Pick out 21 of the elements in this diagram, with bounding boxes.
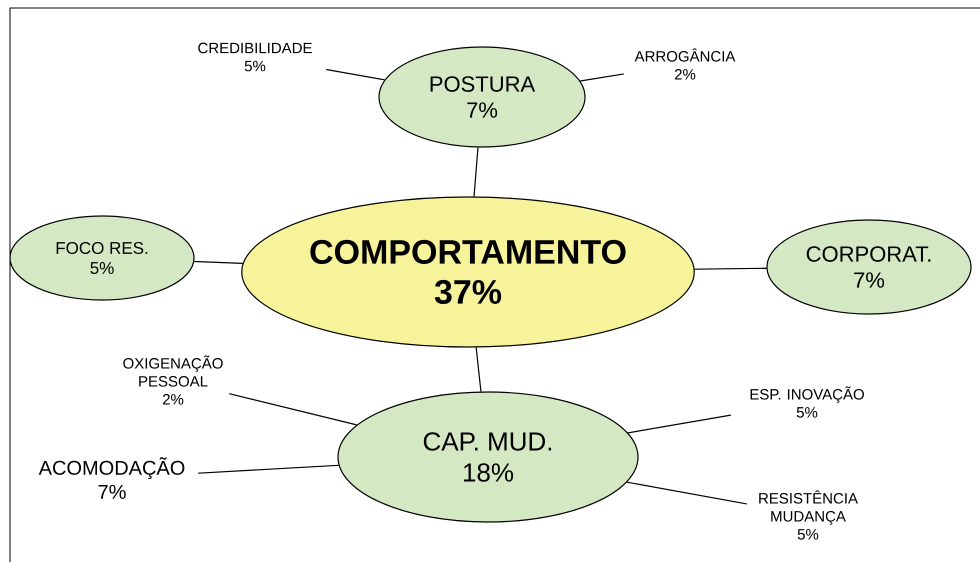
text-label: RESISTÊNCIA MUDANÇA 5% xyxy=(759,490,858,540)
ellipse-node: POSTURA 7% xyxy=(378,46,586,148)
connector-line xyxy=(473,148,479,196)
text-label: OXIGENAÇÃO PESSOAL 2% xyxy=(123,355,223,405)
text-label: ACOMODAÇÃO 7% xyxy=(38,457,184,499)
connector-line xyxy=(194,260,243,264)
text-label: CREDIBILIDADE 5% xyxy=(198,42,312,72)
connector-line xyxy=(626,482,747,504)
connector-line xyxy=(476,347,482,392)
text-label: ARROGÂNCIA 2% xyxy=(634,48,736,80)
ellipse-node: CAP. MUD. 18% xyxy=(337,391,639,523)
ellipse-node: COMPORTAMENTO 37% xyxy=(241,196,695,348)
connector-line xyxy=(628,414,731,434)
ellipse-node: FOCO RES. 5% xyxy=(9,215,195,301)
connector-line xyxy=(694,268,766,270)
ellipse-node: CORPORAT. 7% xyxy=(766,219,972,315)
connector-line xyxy=(580,73,624,82)
text-label: ESP. INOVAÇÃO 5% xyxy=(750,386,864,418)
connector-line xyxy=(326,68,385,80)
connector-line xyxy=(198,464,339,474)
connector-line xyxy=(229,393,357,426)
